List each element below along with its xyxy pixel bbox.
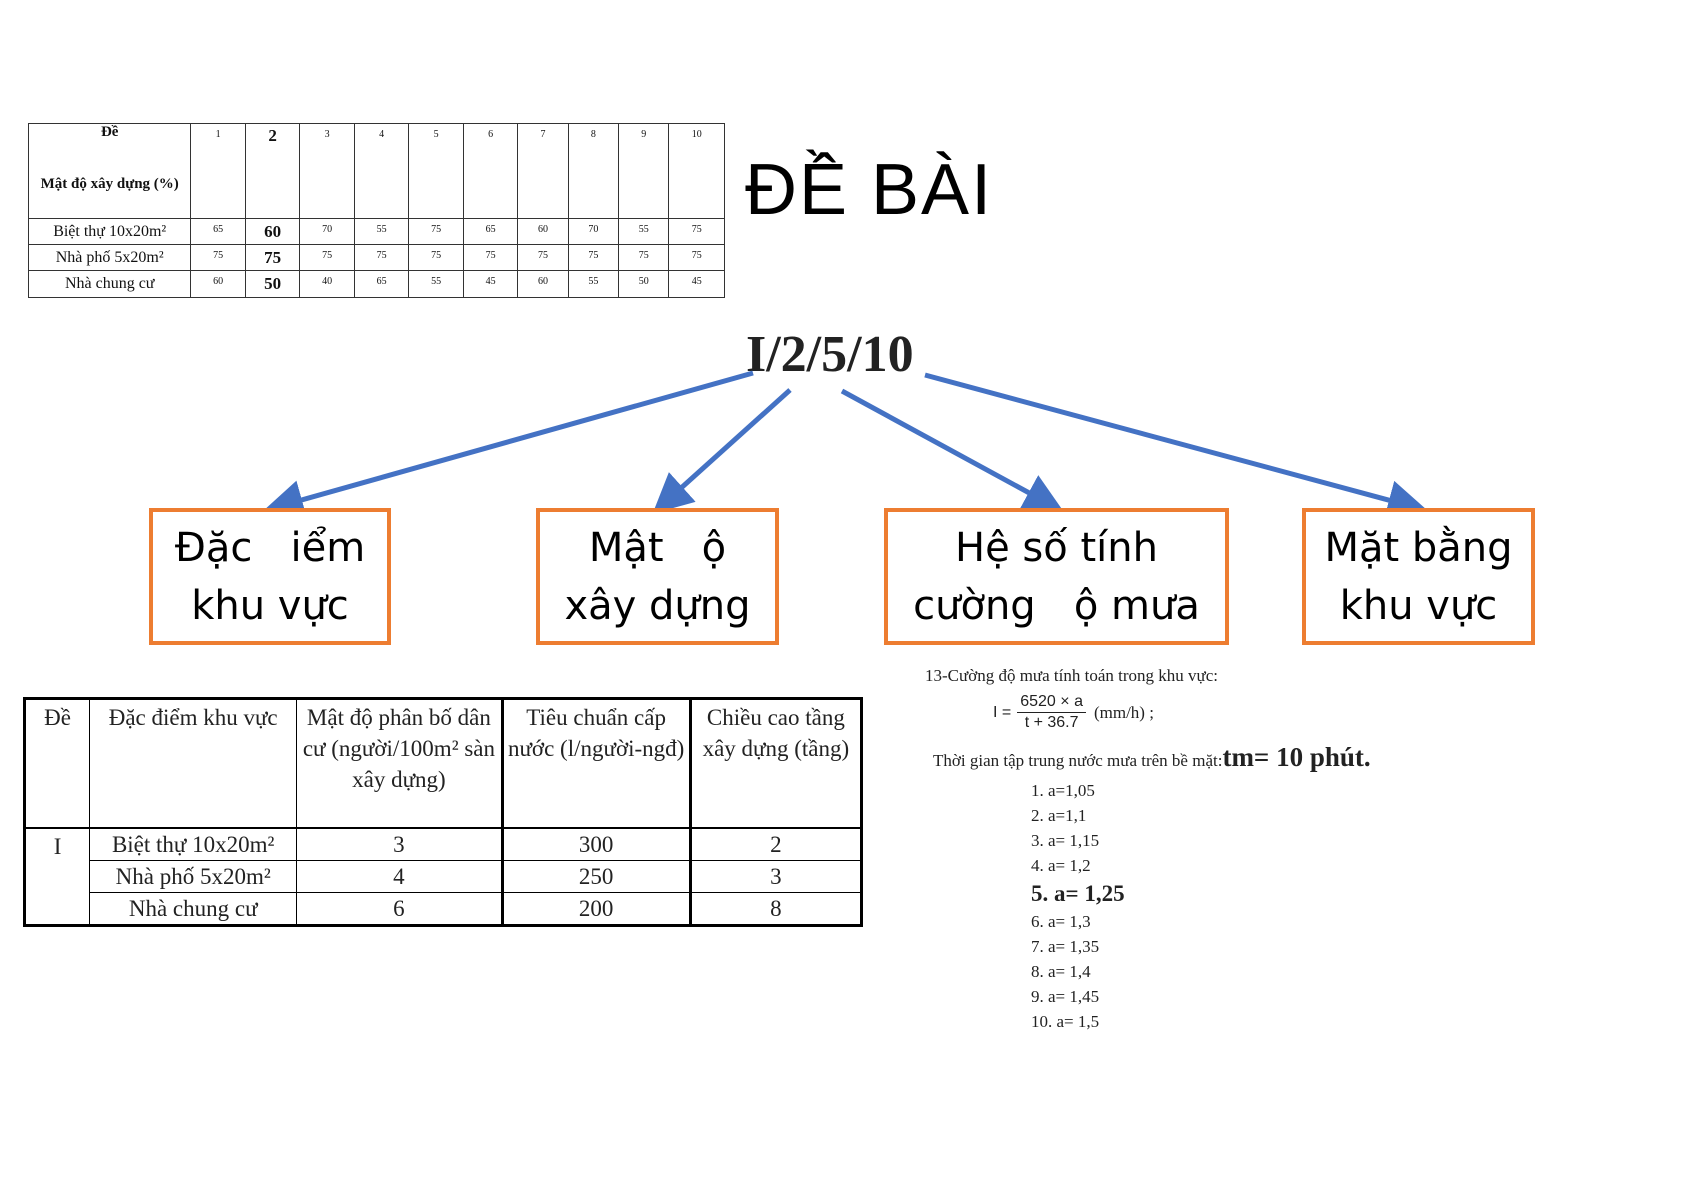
a-coefficient-list: 1. a=1,05 2. a=1,1 3. a= 1,15 4. a= 1,2 … <box>1031 778 1125 1034</box>
box-line: Hệ số tính <box>955 524 1158 571</box>
info-cell-density: 6 <box>296 892 504 926</box>
density-cell: 40 <box>299 270 355 298</box>
info-header: Mật độ phân bố dân cư (người/100m² sàn x… <box>296 698 504 829</box>
density-cell: 75 <box>517 244 569 271</box>
info-header: Tiêu chuẩn cấp nước (l/người-ngđ) <box>501 698 692 829</box>
arrow-to-rain-coefficient <box>840 388 1064 512</box>
arrow-to-site-plan <box>924 372 1428 520</box>
density-cell: 50 <box>618 270 670 298</box>
density-cell: 45 <box>668 270 725 298</box>
formula-unit: (mm/h) ; <box>1093 702 1154 722</box>
density-cell: 75 <box>353 244 410 271</box>
density-row-label: Nhà chung cư <box>27 270 192 298</box>
info-cell-density: 4 <box>296 860 504 893</box>
a-option: 8. a= 1,4 <box>1031 962 1091 981</box>
density-cell: 55 <box>408 270 464 298</box>
density-cell: 75 <box>567 244 620 271</box>
info-header: Đặc điểm khu vực <box>89 698 298 829</box>
density-cell-selected: 50 <box>244 270 301 298</box>
a-option: 7. a= 1,35 <box>1031 937 1100 956</box>
corner-top-label: Đề <box>100 124 119 140</box>
info-row: I Biệt thự 10x20m² 3 300 2 <box>23 827 863 926</box>
density-col-header: 7 <box>517 123 569 219</box>
density-cell: 55 <box>618 218 670 245</box>
density-row: Nhà chung cư 60 50 40 65 55 45 60 55 50 … <box>27 270 725 298</box>
density-cell: 55 <box>567 270 620 298</box>
info-cell-water: 200 <box>501 892 692 926</box>
density-col-header: 9 <box>618 123 670 219</box>
a-option: 10. a= 1,5 <box>1031 1012 1100 1031</box>
density-col-header: 4 <box>353 123 410 219</box>
info-group-cell: I <box>23 827 91 926</box>
box-line: khu vực <box>191 582 349 629</box>
box-area-features: Đặc iểm khu vực <box>149 508 391 645</box>
density-cell: 70 <box>567 218 620 245</box>
a-option: 3. a= 1,15 <box>1031 831 1100 850</box>
formula-lhs: I = <box>993 703 1012 721</box>
info-cell-type: Biệt thự 10x20m² <box>89 827 298 861</box>
info-cell-floors: 2 <box>689 827 863 861</box>
density-table-corner: Đề Mật độ xây dựng (%) <box>27 123 192 219</box>
density-row: Biệt thự 10x20m² 65 60 70 55 75 65 60 70… <box>27 218 725 245</box>
density-cell: 65 <box>462 218 519 245</box>
density-row: Nhà phố 5x20m² 75 75 75 75 75 75 75 75 7… <box>27 244 725 271</box>
area-info-table: Đề Đặc điểm khu vực Mật độ phân bố dân c… <box>23 697 863 927</box>
box-line: cường ộ mưa <box>913 582 1200 629</box>
info-cell-type: Nhà phố 5x20m² <box>89 860 298 893</box>
box-line: Mặt bằng <box>1324 524 1513 571</box>
corner-bottom-label: Mật độ xây dựng (%) <box>40 176 179 192</box>
a-option: 9. a= 1,45 <box>1031 987 1100 1006</box>
info-header: Chiều cao tầng xây dựng (tầng) <box>689 698 863 829</box>
density-cell-selected: 60 <box>244 218 301 245</box>
info-header: Đề <box>23 698 91 829</box>
density-row-label: Nhà phố 5x20m² <box>27 244 192 271</box>
a-option: 4. a= 1,2 <box>1031 856 1091 875</box>
page-title: ĐỀ BÀI <box>745 150 994 230</box>
density-cell: 60 <box>517 270 569 298</box>
box-rain-intensity-coefficient: Hệ số tính cường ộ mưa <box>884 508 1229 645</box>
density-col-header: 6 <box>462 123 519 219</box>
info-cell-density: 3 <box>296 827 504 861</box>
a-option: 6. a= 1,3 <box>1031 912 1091 931</box>
a-option: 1. a=1,05 <box>1031 781 1095 800</box>
rain-formula: I = 6520 × a t + 36.7 (mm/h) ; <box>993 692 1154 733</box>
density-row-label: Biệt thự 10x20m² <box>27 218 192 245</box>
density-cell: 75 <box>462 244 519 271</box>
density-cell: 55 <box>353 218 410 245</box>
formula-denominator: t + 36.7 <box>1024 714 1079 731</box>
density-col-header: 8 <box>567 123 620 219</box>
density-cell: 45 <box>462 270 519 298</box>
box-line: xây dựng <box>564 582 751 629</box>
density-cell: 70 <box>299 218 355 245</box>
info-cell-water: 250 <box>501 860 692 893</box>
density-cell: 75 <box>408 218 464 245</box>
time-value: tm= 10 phút. <box>1222 742 1371 772</box>
concentration-time-line: Thời gian tập trung nước mưa trên bề mặt… <box>933 742 1371 773</box>
density-col-header: 1 <box>190 123 246 219</box>
density-cell: 65 <box>353 270 410 298</box>
rain-heading: 13-Cường độ mưa tính toán trong khu vực: <box>925 666 1219 685</box>
box-building-density: Mật ộ xây dựng <box>536 508 779 645</box>
info-cell-water: 300 <box>501 827 692 861</box>
info-cell-floors: 8 <box>689 892 863 926</box>
arrow-to-building-density <box>652 388 792 514</box>
assignment-code: I/2/5/10 <box>746 326 914 383</box>
time-label: Thời gian tập trung nước mưa trên bề mặt… <box>933 751 1223 770</box>
box-line: Mật ộ <box>588 524 727 571</box>
box-site-plan: Mặt bằng khu vực <box>1302 508 1535 645</box>
box-line: Đặc iểm <box>174 524 366 571</box>
building-density-table: Đề Mật độ xây dựng (%) 1 2 3 4 5 6 7 8 9… <box>27 123 725 298</box>
formula-numerator: 6520 × a <box>1017 692 1086 713</box>
info-cell-type: Nhà chung cư <box>89 892 298 926</box>
arrow-to-area-features <box>263 370 754 520</box>
a-option-selected: 5. a= 1,25 <box>1031 881 1125 906</box>
formula-fraction: 6520 × a t + 36.7 <box>1017 692 1086 733</box>
info-row: Nhà phố 5x20m² 4 250 3 <box>25 860 863 893</box>
box-line: khu vực <box>1339 582 1498 629</box>
info-row: Nhà chung cư 6 200 8 <box>25 892 863 926</box>
density-cell: 60 <box>190 270 246 298</box>
a-option: 2. a=1,1 <box>1031 806 1087 825</box>
info-cell-floors: 3 <box>689 860 863 893</box>
